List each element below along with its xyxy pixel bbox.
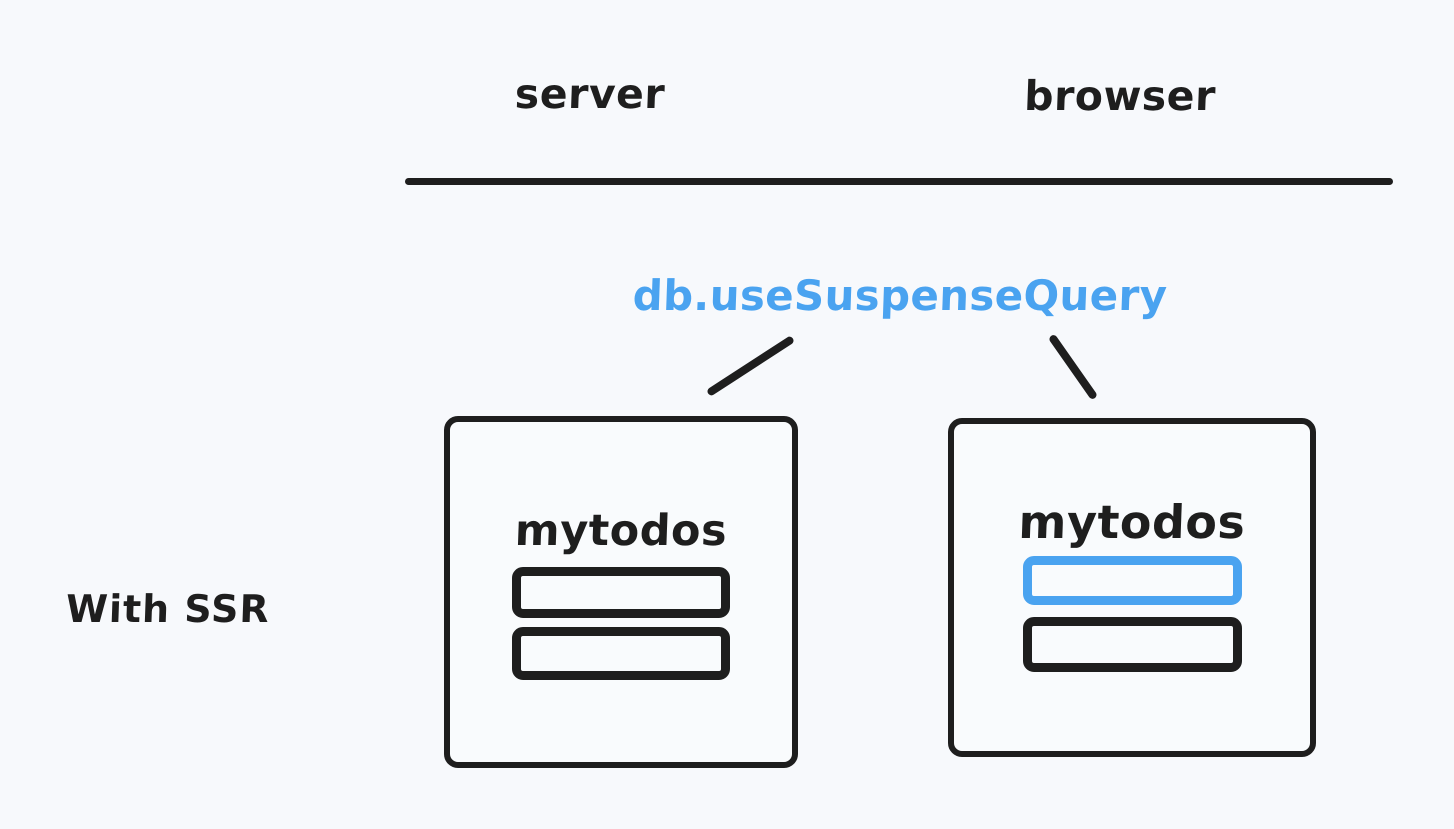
browser-todo-row-2	[1022, 617, 1242, 672]
hook-label: db.useSuspenseQuery	[631, 271, 1169, 320]
connector-line-to-browser	[1047, 333, 1099, 401]
header-divider-line	[405, 178, 1393, 185]
server-todo-row-1	[512, 567, 730, 618]
server-todo-list	[450, 567, 792, 680]
server-app-title: mytodos	[513, 506, 729, 556]
browser-app-box: mytodos	[948, 418, 1316, 757]
connector-line-to-server	[705, 335, 796, 397]
browser-app-title: mytodos	[1017, 495, 1247, 549]
diagram-caption: With SSR	[65, 587, 271, 631]
browser-todo-list	[954, 556, 1310, 672]
server-todo-row-2	[512, 627, 730, 680]
column-header-browser: browser	[1023, 72, 1217, 120]
server-app-box: mytodos	[444, 416, 798, 768]
column-header-server: server	[514, 70, 666, 118]
browser-todo-row-1	[1022, 556, 1242, 605]
